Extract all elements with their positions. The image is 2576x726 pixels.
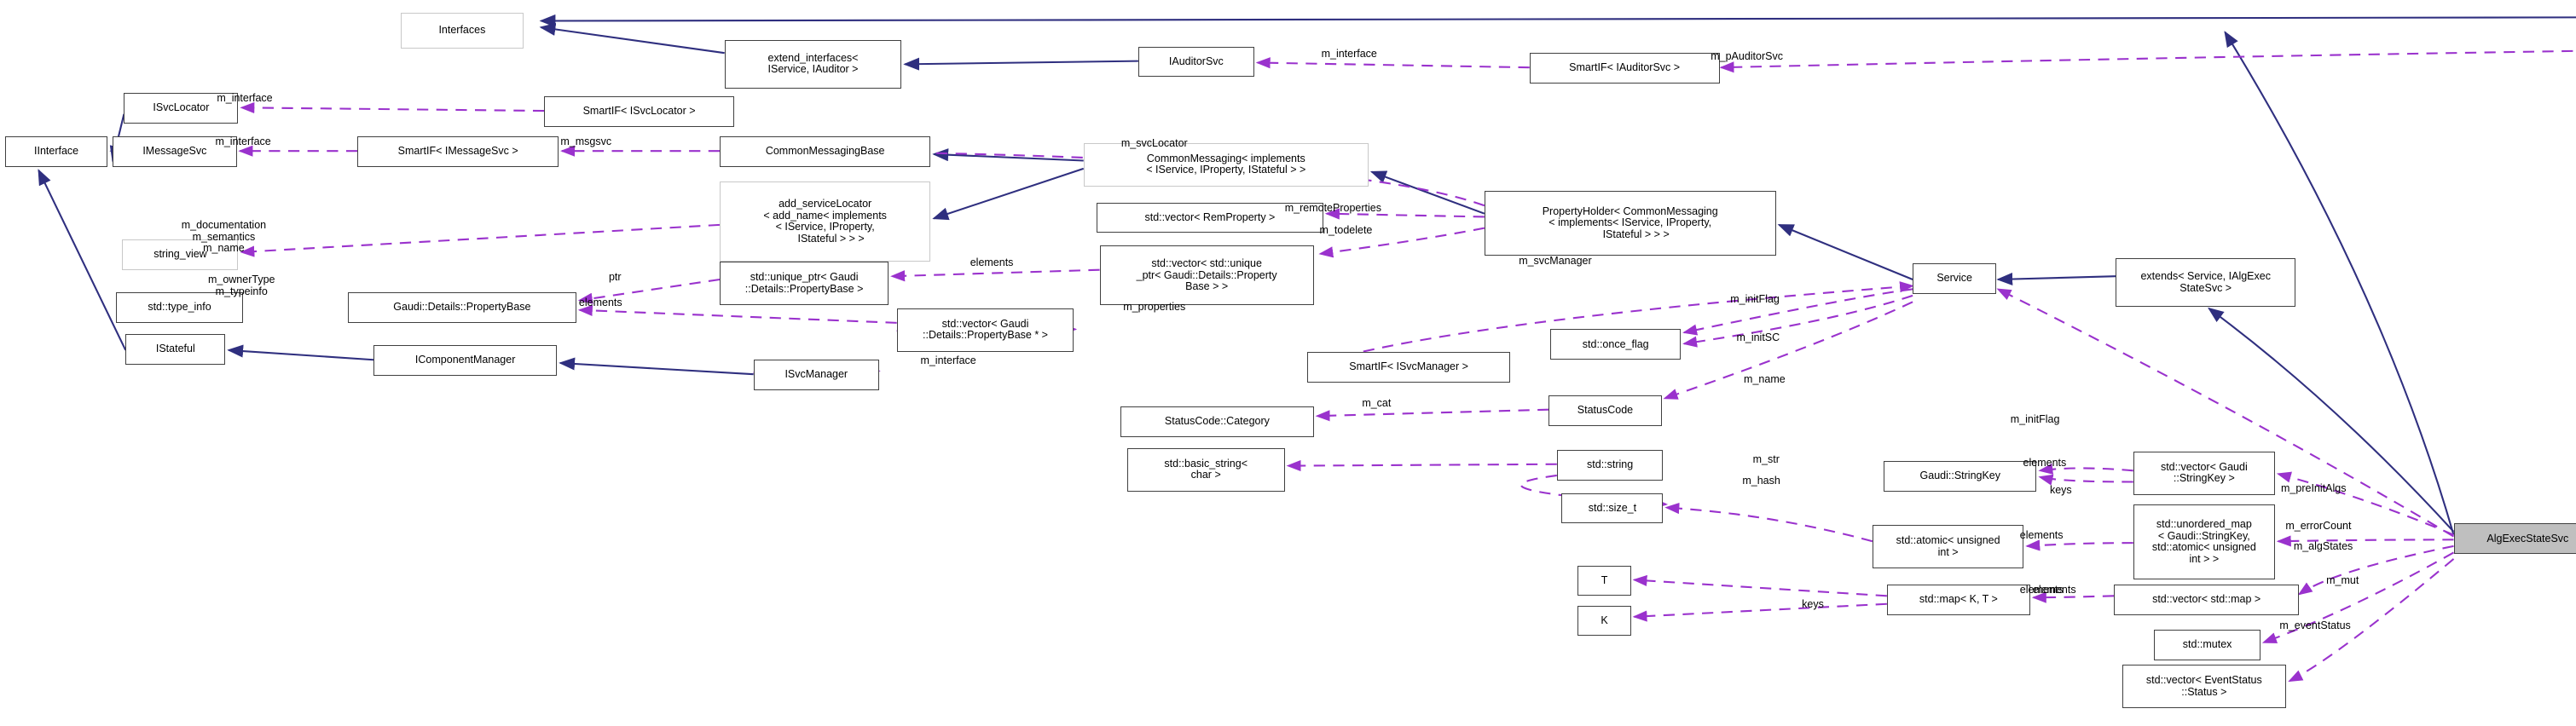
class-node-vec_remproperty[interactable]: std::vector< RemProperty > (1096, 202, 1324, 233)
class-node-istateful[interactable]: IStateful (125, 334, 226, 365)
edge-label-lbl_m_svcmanager: m_svcManager (1519, 254, 1592, 267)
class-node-iinterface[interactable]: IInterface (4, 136, 108, 168)
edge-label-lbl_m_errorcount: m_errorCount (2285, 519, 2352, 532)
edge-label-lbl_m_pauditorsvc: m_pAuditorSvc (1711, 50, 1783, 63)
edge-label-lbl_m_interface_auditor: m_interface (1321, 47, 1377, 60)
class-node-tmpl_t[interactable]: T (1577, 565, 1631, 596)
edge-label-lbl_m_eventstatus: m_eventStatus (2279, 619, 2351, 631)
class-node-vec_eventstatus[interactable]: std::vector< EventStatus ::Status > (2122, 665, 2287, 709)
class-node-icomponentmanager[interactable]: IComponentManager (373, 345, 558, 377)
class-node-once_flag[interactable]: std::once_flag (1550, 329, 1682, 360)
class-node-map_kt[interactable]: std::map< K, T > (1886, 585, 2030, 615)
edge-label-lbl_elements_stringkey: elements (2023, 457, 2067, 470)
edge-label-lbl_m_mut: m_mut (2326, 573, 2359, 586)
edge-label-lbl_m_documentation: m_documentation m_semantics m_name (181, 219, 267, 255)
edge-label-lbl_m_ownertype: m_ownerType m_typeinfo (207, 274, 275, 297)
class-node-commonmessaging[interactable]: CommonMessaging< implements < IService, … (1083, 142, 1369, 187)
class-node-string_view[interactable]: string_view (122, 239, 239, 270)
class-node-smartif_isvcloc[interactable]: SmartIF< ISvcLocator > (544, 96, 734, 127)
class-node-std_type_info[interactable]: std::type_info (115, 292, 244, 323)
edge-label-lbl_keys_map: keys (1802, 598, 1824, 611)
edge-label-lbl_m_interface_msg: m_interface (215, 135, 271, 148)
class-node-propertyholder[interactable]: PropertyHolder< CommonMessaging < implem… (1484, 191, 1776, 256)
class-node-uniqueptr_propbase[interactable]: std::unique_ptr< Gaudi ::Details::Proper… (719, 262, 889, 306)
class-node-vec_map[interactable]: std::vector< std::map > (2114, 585, 2300, 615)
edge-label-lbl_m_remoteproperties: m_remoteProperties (1284, 201, 1381, 214)
class-node-smartif_imsgsvc[interactable]: SmartIF< IMessageSvc > (357, 136, 559, 168)
edge-label-lbl_elements_vecmap: elements (2032, 584, 2076, 596)
class-node-gaudi_propbase[interactable]: Gaudi::Details::PropertyBase (347, 292, 576, 323)
edge-label-lbl_m_initsc: m_initSC (1736, 331, 1780, 344)
class-node-vec_stringkey[interactable]: std::vector< Gaudi ::StringKey > (2133, 451, 2275, 495)
edge-label-lbl_keys_stringkey: keys (2049, 484, 2072, 497)
edge-label-lbl_m_msgsvc: m_msgsvc (560, 135, 612, 148)
class-node-basic_string[interactable]: std::basic_string< char > (1126, 447, 1285, 492)
class-node-extend_if_audit[interactable]: extend_interfaces< IService, IAuditor > (724, 40, 902, 89)
class-node-isvcmanager[interactable]: ISvcManager (753, 360, 879, 391)
edge-label-lbl_m_name: m_name (1744, 373, 1786, 386)
edge-label-lbl_elements_atomic: elements (2019, 529, 2064, 542)
class-node-statuscode_cat[interactable]: StatusCode::Category (1120, 406, 1314, 437)
class-node-iauditorsvc[interactable]: IAuditorSvc (1137, 46, 1254, 78)
edge-label-lbl_m_todelete: m_todelete (1319, 223, 1373, 236)
class-node-statuscode[interactable]: StatusCode (1548, 395, 1662, 426)
edge-label-lbl_m_cat: m_cat (1362, 397, 1392, 410)
edge-label-lbl_m_initflag_alg: m_initFlag (2010, 413, 2060, 426)
edge-label-lbl_m_interface_svcmgr: m_interface (920, 354, 976, 366)
class-node-interfaces[interactable]: Interfaces (401, 13, 524, 49)
edge-label-lbl_m_properties: m_properties (1123, 301, 1186, 314)
class-node-imessagesvc[interactable]: IMessageSvc (113, 136, 237, 168)
edge-label-lbl_elements_map: elements (2019, 584, 2064, 596)
edge-label-lbl_elements_unique: elements (970, 256, 1014, 268)
class-node-vec_propbaseptr[interactable]: std::vector< Gaudi ::Details::PropertyBa… (896, 308, 1074, 352)
class-node-std_mutex[interactable]: std::mutex (2154, 629, 2261, 660)
class-node-commonmsgbase[interactable]: CommonMessagingBase (719, 136, 931, 168)
edge-label-lbl_m_initflag_svc: m_initFlag (1730, 292, 1780, 305)
edge-label-lbl_m_preinitalgs: m_preInitAlgs (2281, 482, 2347, 495)
class-node-gaudi_stringkey[interactable]: Gaudi::StringKey (1884, 460, 2037, 492)
class-node-std_size_t[interactable]: std::size_t (1561, 493, 1664, 524)
class-node-smartif_iauditor[interactable]: SmartIF< IAuditorSvc > (1529, 53, 1720, 84)
class-node-unordered_map[interactable]: std::unordered_map < Gaudi::StringKey, s… (2133, 504, 2275, 580)
class-node-atomic_uint[interactable]: std::atomic< unsigned int > (1872, 525, 2024, 569)
class-node-algexecstatesvc[interactable]: AlgExecStateSvc (2453, 523, 2576, 555)
edge-label-lbl_ptr: ptr (608, 270, 622, 283)
class-node-add_svclocator[interactable]: add_serviceLocator < add_name< implement… (719, 182, 931, 262)
class-node-service[interactable]: Service (1913, 263, 1997, 294)
edge-label-lbl_m_svclocator: m_svcLocator (1120, 137, 1188, 150)
class-node-tmpl_k[interactable]: K (1577, 605, 1631, 637)
edge-label-lbl_m_str: m_str (1752, 453, 1780, 466)
class-node-std_string[interactable]: std::string (1556, 449, 1664, 481)
class-node-isvclocator[interactable]: ISvcLocator (124, 93, 239, 124)
edge-label-lbl_m_hash: m_hash (1742, 474, 1780, 487)
edge-label-lbl_elements_propbase: elements (578, 296, 622, 308)
edge-label-lbl_m_algstates: m_algStates (2293, 540, 2353, 553)
class-node-extends_algexec[interactable]: extends< Service, IAlgExec StateSvc > (2115, 258, 2296, 308)
edge-label-lbl_m_interface_svcloc: m_interface (217, 92, 273, 105)
class-node-smartif_isvcmgr[interactable]: SmartIF< ISvcManager > (1307, 351, 1511, 383)
class-node-vec_uniqueptr[interactable]: std::vector< std::unique _ptr< Gaudi::De… (1099, 245, 1314, 306)
